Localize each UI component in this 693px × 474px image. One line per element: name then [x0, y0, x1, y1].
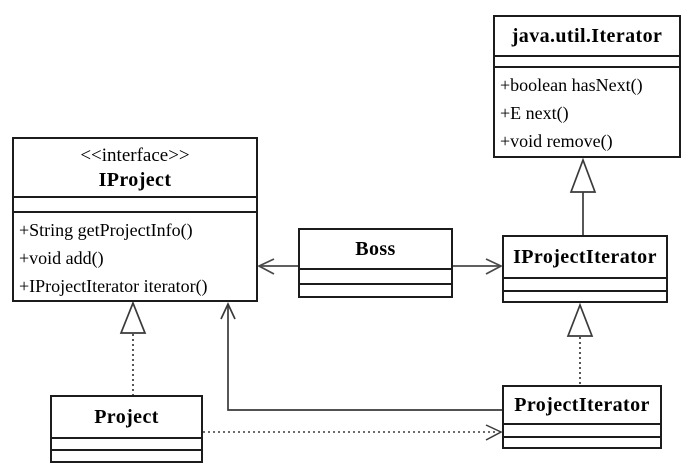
generalization-iprojectiterator-to-java-util-iterator: [569, 157, 597, 236]
methods-compartment: [52, 449, 201, 461]
class-project: Project: [50, 395, 203, 463]
methods-compartment: [300, 283, 451, 296]
class-iprojectiterator: IProjectIterator: [502, 235, 668, 303]
class-iproject: <<interface>> IProject +String getProjec…: [12, 137, 258, 302]
attributes-compartment: [504, 277, 666, 290]
attributes-compartment: [300, 268, 451, 283]
class-name: IProjectIterator: [513, 246, 657, 268]
attributes-compartment: [52, 437, 201, 449]
association-boss-to-iprojectiterator: [452, 258, 503, 275]
method-entry: +void remove(): [500, 131, 613, 151]
method-entry: +E next(): [500, 103, 569, 123]
hollow-triangle-arrowhead: [566, 302, 594, 337]
class-name: Boss: [355, 238, 396, 260]
open-arrowhead: [485, 258, 503, 275]
association-projectiterator-to-iproject: [220, 301, 502, 411]
class-name: ProjectIterator: [514, 394, 650, 416]
class-name: java.util.Iterator: [511, 25, 663, 47]
open-arrowhead: [485, 424, 503, 441]
class-projectiterator: ProjectIterator: [502, 385, 662, 449]
open-arrowhead: [220, 301, 236, 320]
method-entry: +void add(): [19, 248, 104, 268]
attributes-compartment: [495, 55, 679, 66]
hollow-triangle-arrowhead: [569, 157, 597, 193]
realization-projectiterator-to-iprojectiterator: [566, 302, 594, 386]
attributes-compartment: [504, 423, 660, 436]
class-name: Project: [94, 406, 159, 428]
attributes-compartment: [14, 196, 256, 211]
dependency-project-to-projectiterator: [203, 424, 503, 441]
method-entry: +IProjectIterator iterator(): [19, 276, 208, 296]
methods-compartment: +String getProjectInfo() +void add() +IP…: [14, 211, 256, 300]
association-boss-to-iproject: [257, 258, 298, 275]
method-entry: +String getProjectInfo(): [19, 220, 193, 240]
methods-compartment: [504, 290, 666, 301]
method-entry: +boolean hasNext(): [500, 75, 643, 95]
open-arrowhead: [257, 258, 275, 275]
stereotype-label: <<interface>>: [80, 144, 190, 166]
class-name: IProject: [98, 168, 172, 191]
methods-compartment: [504, 436, 660, 447]
class-boss: Boss: [298, 228, 453, 298]
realization-project-to-iproject: [119, 300, 147, 396]
class-java-util-iterator: java.util.Iterator +boolean hasNext() +E…: [493, 15, 681, 158]
hollow-triangle-arrowhead: [119, 300, 147, 334]
methods-compartment: +boolean hasNext() +E next() +void remov…: [495, 66, 679, 156]
